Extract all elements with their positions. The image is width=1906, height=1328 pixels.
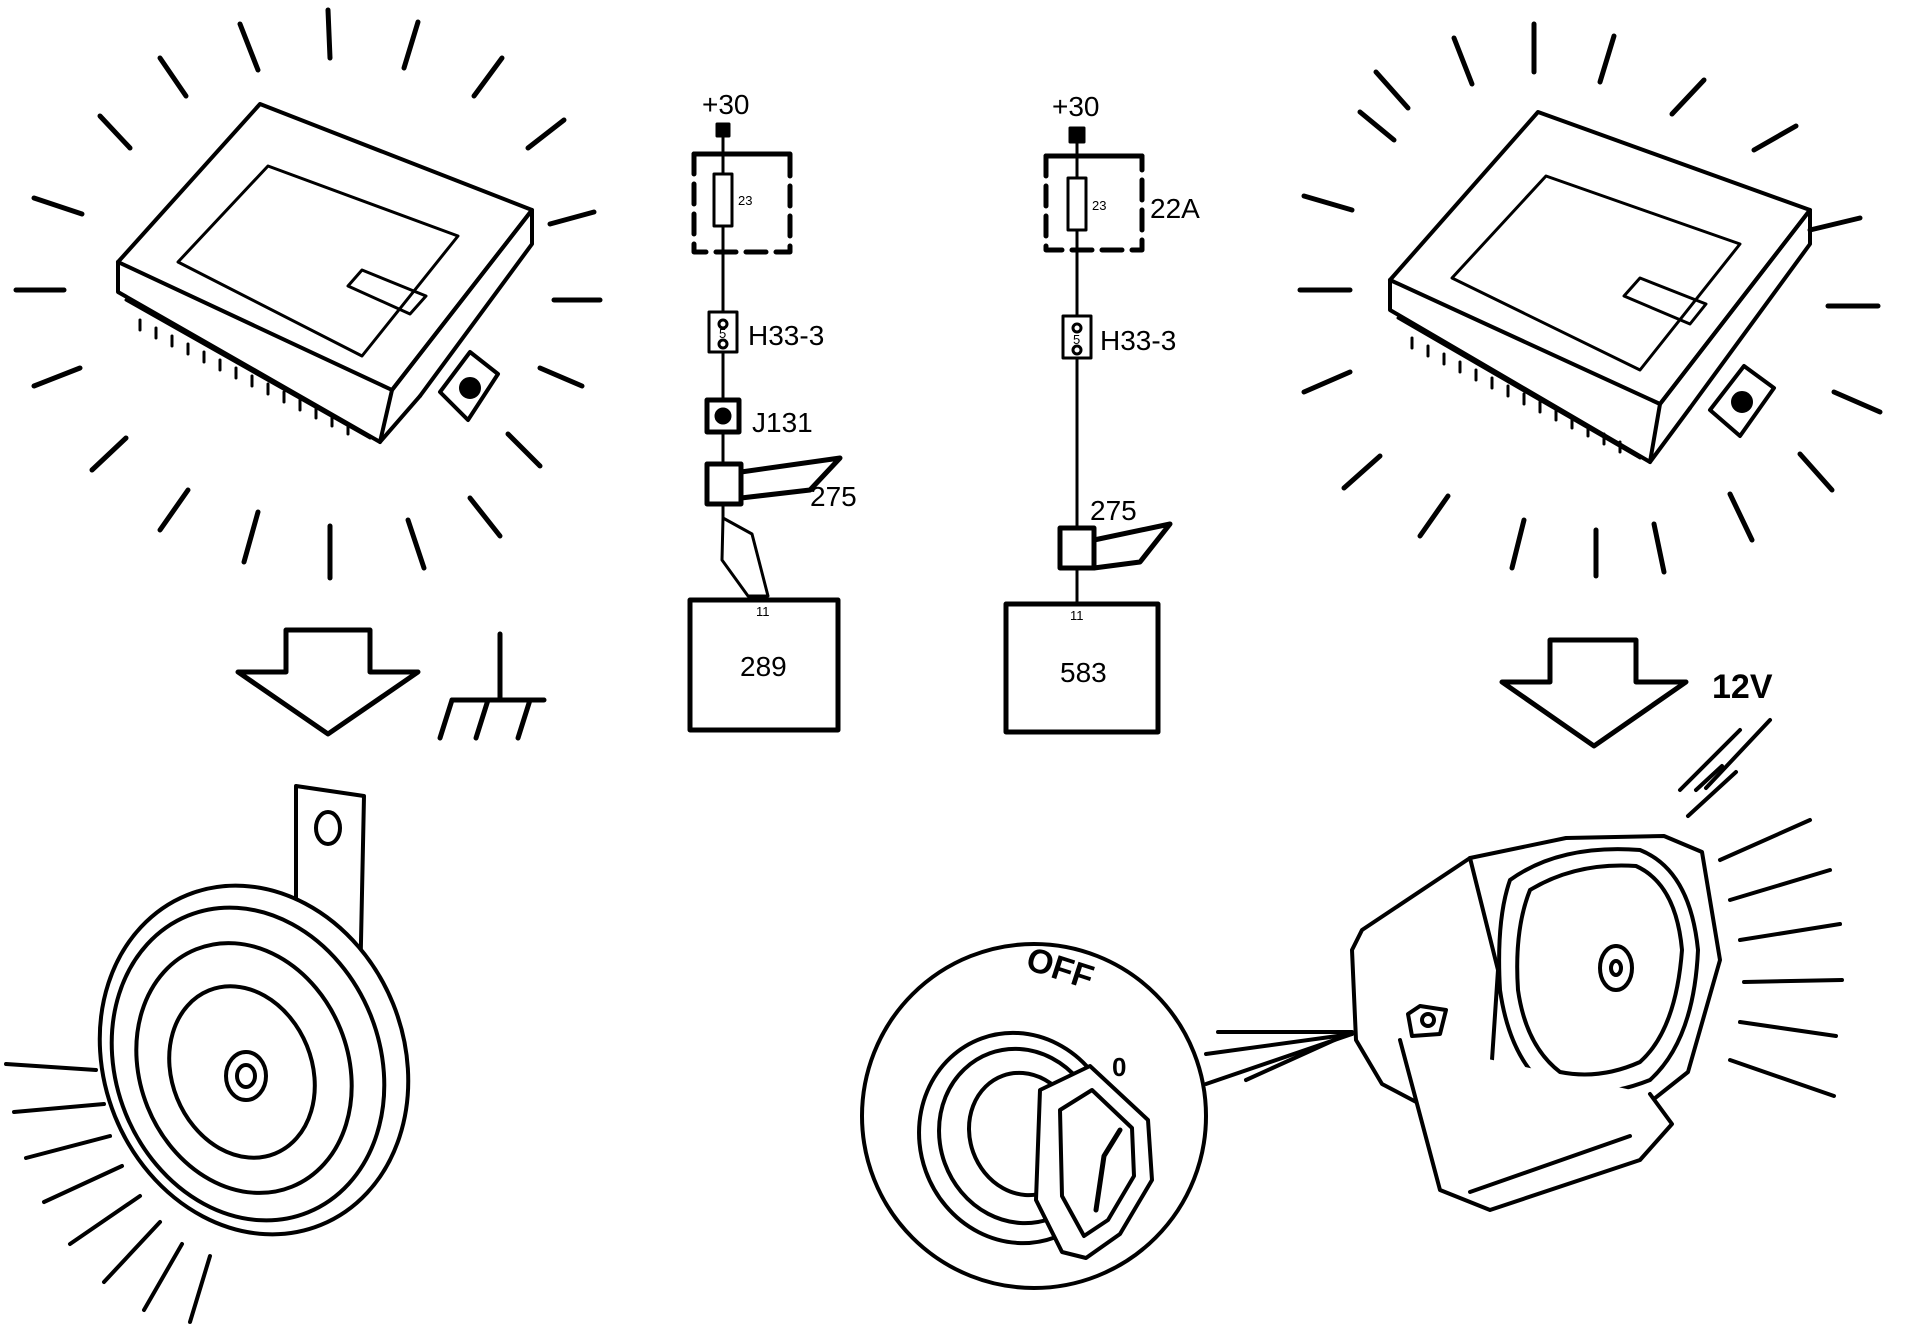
- left-component-label: 289: [740, 651, 787, 682]
- right-connector-label: H33-3: [1100, 325, 1176, 356]
- ground-icon: [437, 631, 547, 741]
- left-down-arrow: [235, 627, 421, 737]
- right-connector-pin: 5: [1073, 332, 1080, 347]
- left-unit-glow-rays: [13, 7, 603, 581]
- right-supply-label: +30: [1052, 91, 1100, 122]
- left-unit-connector-pins: [138, 318, 350, 436]
- right-fuse-box-label: 22A: [1150, 193, 1200, 224]
- left-junction-label: J131: [752, 407, 813, 438]
- siren-sound-rays: [1678, 718, 1844, 1098]
- left-supply-label: +30: [702, 89, 750, 120]
- key-zero-mark: 0: [1112, 1052, 1126, 1082]
- voltage-label: 12V: [1712, 668, 1773, 706]
- right-fuse-number: 23: [1092, 198, 1106, 213]
- siren: [1350, 834, 1722, 1212]
- left-connector-pin: 5: [719, 326, 726, 341]
- ignition-key: [917, 1030, 1154, 1260]
- right-control-unit: [1297, 21, 1883, 579]
- right-circuit: +30 23 22A 5 H33-3 275 11 583: [1003, 91, 1200, 735]
- left-wire-label: 275: [810, 481, 857, 512]
- right-down-arrow: [1499, 637, 1689, 749]
- left-connector-label: H33-3: [748, 320, 824, 351]
- right-unit-glow-rays: [1297, 21, 1883, 579]
- left-control-unit: [13, 7, 603, 581]
- right-pin-label: 11: [1070, 608, 1084, 623]
- right-component-label: 583: [1060, 657, 1107, 688]
- left-pin-label: 11: [756, 604, 770, 619]
- right-unit-connector-pins: [1410, 336, 1622, 454]
- left-circuit: +30 23 5 H33-3 J131 275 11 289: [687, 89, 857, 733]
- left-fuse-number: 23: [738, 193, 752, 208]
- right-wire-label: 275: [1090, 495, 1137, 526]
- horn: [97, 784, 411, 1237]
- horn-sound-rays: [4, 1062, 212, 1324]
